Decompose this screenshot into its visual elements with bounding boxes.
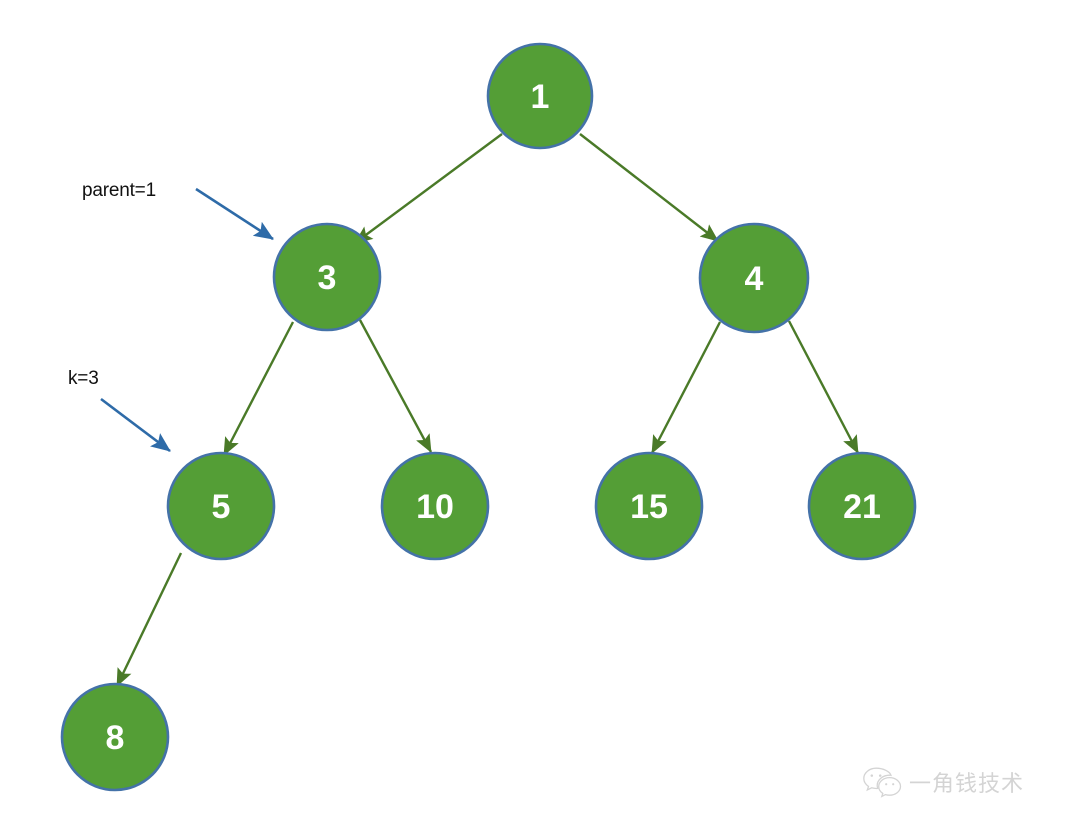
node-label-4: 4 [745,260,764,298]
watermark: 一角钱技术 [862,766,1024,798]
edge-3-to-10 [358,319,433,453]
tree-node-15[interactable]: 15 [594,451,704,561]
edge-1-to-4 [579,133,719,242]
k-annotation-arrow [100,397,171,453]
tree-node-4[interactable]: 4 [698,222,810,334]
tree-edges [115,133,860,687]
node-label-15: 15 [630,488,668,526]
k-annotation-label: k=3 [68,368,99,389]
edge-4-to-15 [650,321,722,454]
tree-node-8[interactable]: 8 [60,682,170,792]
tree-nodes: 1 3 4 5 10 15 [60,42,917,792]
node-label-10: 10 [416,488,454,526]
node-circle-21[interactable] [807,451,917,561]
node-circle-5[interactable] [166,451,276,561]
tree-node-21[interactable]: 21 [807,451,917,561]
node-label-5: 5 [212,488,231,526]
edge-1-to-3 [354,133,503,244]
node-label-8: 8 [106,719,125,757]
node-circle-15[interactable] [594,451,704,561]
annotation-arrows [100,187,274,453]
tree-node-10[interactable]: 10 [380,451,490,561]
node-circle-4[interactable] [698,222,810,334]
edge-3-to-5 [222,321,295,456]
tree-node-1[interactable]: 1 [486,42,594,150]
node-label-21: 21 [843,488,881,526]
parent-annotation-label: parent=1 [82,180,156,201]
parent-annotation-arrow [195,187,274,241]
wechat-icon [863,767,902,798]
node-label-3: 3 [318,259,337,297]
watermark-text: 一角钱技术 [909,772,1025,797]
node-label-1: 1 [531,78,550,116]
node-circle-8[interactable] [60,682,170,792]
tree-node-3[interactable]: 3 [272,222,382,332]
tree-node-5[interactable]: 5 [166,451,276,561]
node-circle-1[interactable] [486,42,594,150]
node-circle-3[interactable] [272,222,382,332]
edge-5-to-8 [115,552,183,687]
edge-4-to-21 [787,320,860,454]
node-circle-10[interactable] [380,451,490,561]
